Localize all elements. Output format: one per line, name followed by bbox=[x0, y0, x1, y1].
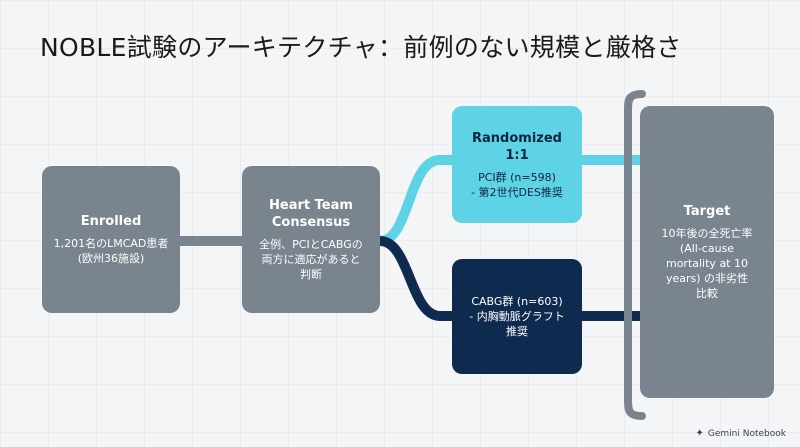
pci-arm-text: PCI群 (n=598) - 第2世代DES推奨 bbox=[471, 170, 563, 199]
target-heading: Target bbox=[683, 204, 731, 219]
connector-cabg bbox=[379, 236, 452, 321]
cabg-arm-box: CABG群 (n=603) - 内胸動脈グラフト 推奨 bbox=[452, 259, 582, 374]
heart-team-box: Heart Team Consensus 全例、PCIとCABGの 両方に適応が… bbox=[242, 166, 380, 313]
heart-team-heading: Heart Team Consensus bbox=[269, 198, 353, 230]
target-box: Target 10年後の全死亡率 (All-cause mortality at… bbox=[640, 106, 774, 398]
enrolled-heading: Enrolled bbox=[80, 214, 142, 229]
footer-label: Gemini Notebook bbox=[707, 428, 786, 439]
enrolled-box: Enrolled 1,201名のLMCAD患者 (欧州36施設) bbox=[42, 166, 180, 313]
connector-pci bbox=[378, 155, 452, 246]
pci-arm-box: Randomized 1:1 PCI群 (n=598) - 第2世代DES推奨 bbox=[452, 106, 582, 223]
target-bracket bbox=[624, 90, 646, 420]
footer-brand: ✦ Gemini Notebook bbox=[696, 428, 786, 439]
target-text: 10年後の全死亡率 (All-cause mortality at 10 yea… bbox=[661, 227, 753, 300]
heart-team-text: 全例、PCIとCABGの 両方に適応があると 判断 bbox=[259, 238, 363, 281]
enrolled-text: 1,201名のLMCAD患者 (欧州36施設) bbox=[53, 237, 169, 265]
sparkle-icon: ✦ bbox=[695, 428, 704, 439]
page-title: NOBLE試験のアーキテクチャ：前例のない規模と厳格さ bbox=[40, 33, 682, 62]
cabg-arm-text: CABG群 (n=603) - 内胸動脈グラフト 推奨 bbox=[469, 295, 565, 338]
randomized-heading: Randomized 1:1 bbox=[472, 130, 562, 163]
